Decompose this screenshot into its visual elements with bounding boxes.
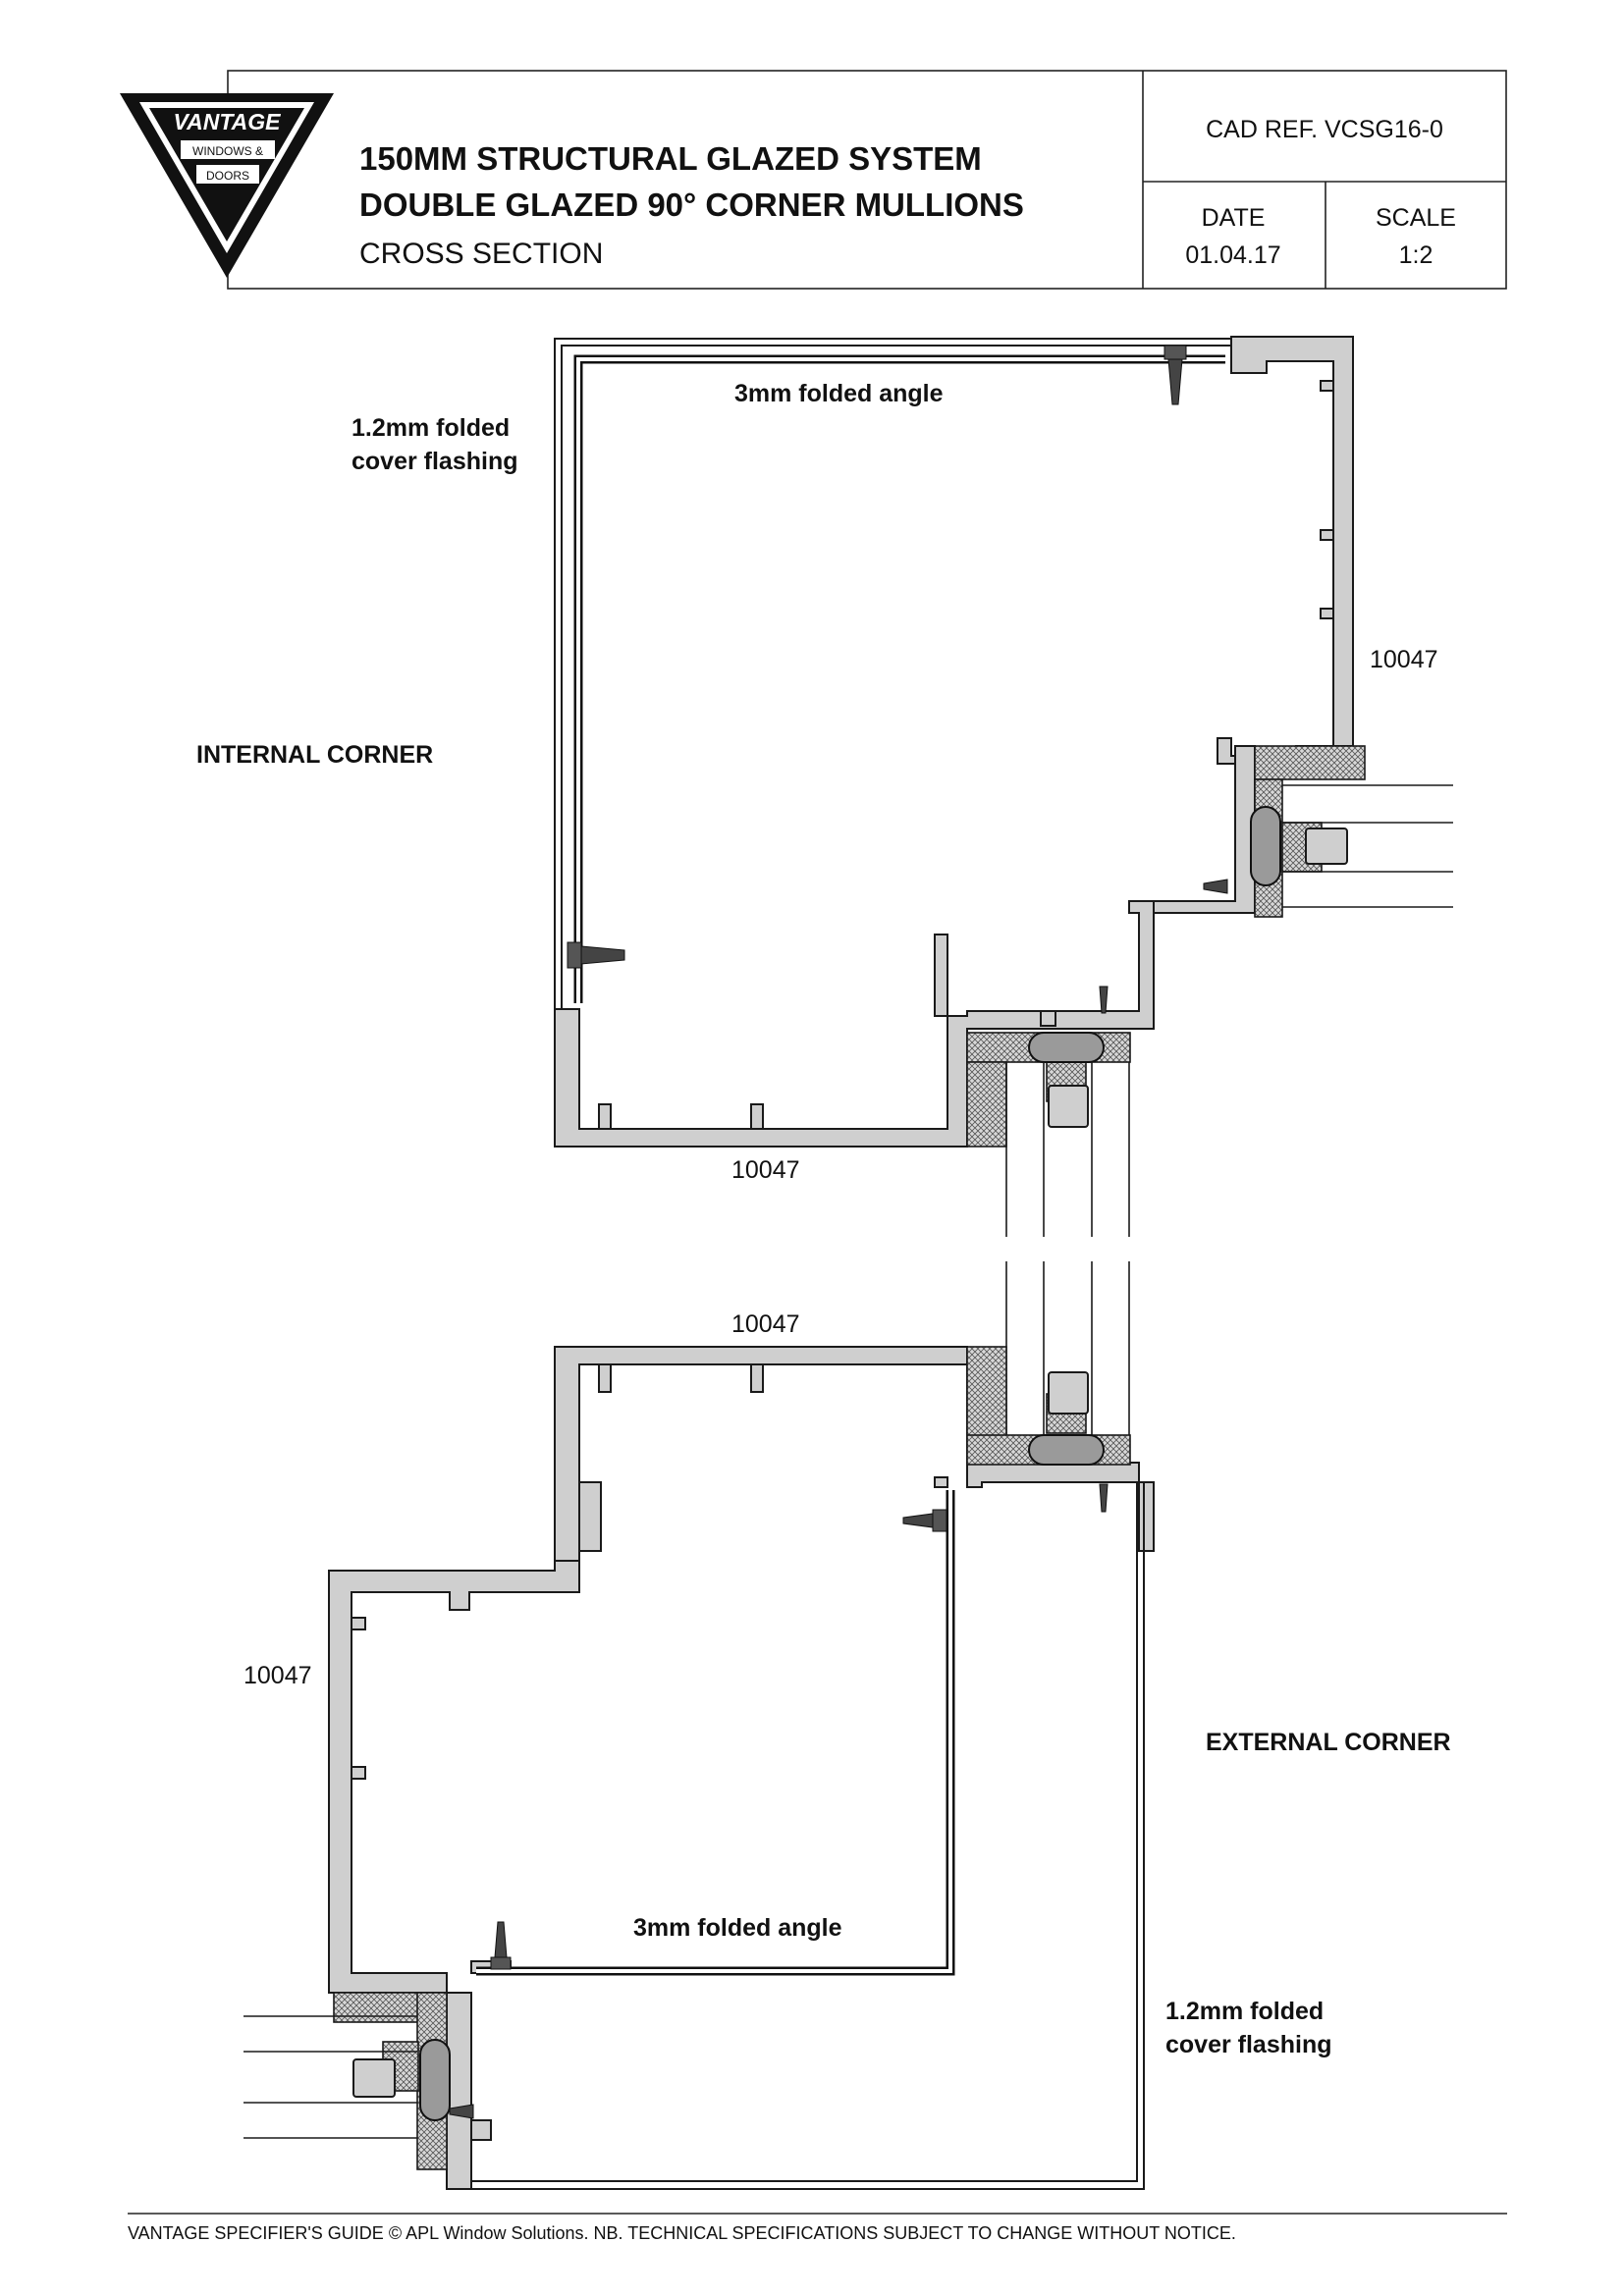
- footer-text: VANTAGE SPECIFIER'S GUIDE © APL Window S…: [128, 2223, 1236, 2243]
- title-block: VANTAGE WINDOWS & DOORS 150MM STRUCTURAL…: [120, 70, 1507, 290]
- annotations: 3mm folded angle 1.2mm folded cover flas…: [196, 380, 1451, 2058]
- screw-icon: [1203, 879, 1228, 894]
- cad-ref: CAD REF. VCSG16-0: [1206, 116, 1443, 143]
- label-cover-flashing-bottom-l1: 1.2mm folded: [1165, 1998, 1324, 2025]
- screw-icon: [1099, 986, 1109, 1014]
- folded-angle-bottom: [476, 1490, 955, 1976]
- brand-name: VANTAGE: [173, 109, 281, 134]
- label-external-corner: EXTERNAL CORNER: [1206, 1729, 1451, 1756]
- glass-unit-right: [1282, 784, 1453, 908]
- screw-icon: [902, 1509, 947, 1532]
- label-profile-10047-right: 10047: [1370, 646, 1438, 673]
- label-folded-angle-top: 3mm folded angle: [734, 380, 944, 407]
- gasket: [1254, 745, 1366, 780]
- label-folded-angle-bottom: 3mm folded angle: [633, 1914, 842, 1942]
- brand-sub2: DOORS: [206, 169, 249, 183]
- title-line2: DOUBLE GLAZED 90° CORNER MULLIONS: [359, 187, 1024, 223]
- cover-flashing-bottom: [470, 1481, 1145, 2190]
- scale-label: SCALE: [1376, 204, 1456, 232]
- folded-angle-top: [573, 354, 1225, 1003]
- screw-icon: [567, 941, 625, 969]
- label-profile-10047-top: 10047: [731, 1310, 800, 1338]
- vantage-logo: VANTAGE WINDOWS & DOORS: [120, 93, 334, 278]
- mullion-profile-right: [1217, 336, 1354, 765]
- title-line1: 150MM STRUCTURAL GLAZED SYSTEM: [359, 140, 982, 177]
- footer: VANTAGE SPECIFIER'S GUIDE © APL Window S…: [128, 2213, 1507, 2243]
- glass-unit-left: [243, 1371, 1089, 2139]
- glass-unit-vertical: [1005, 1062, 1130, 1453]
- external-corner-section: [243, 1346, 1155, 2190]
- label-profile-10047-left: 10047: [243, 1662, 312, 1689]
- screw-icon: [1099, 1483, 1109, 1513]
- seal: [1250, 806, 1281, 886]
- brand-sub1: WINDOWS &: [192, 144, 263, 158]
- label-cover-flashing-bottom-l2: cover flashing: [1165, 2031, 1332, 2058]
- label-cover-flashing-top-l1: 1.2mm folded: [352, 414, 510, 442]
- screw-icon: [490, 1921, 512, 1970]
- internal-corner-section: [554, 336, 1453, 1453]
- label-profile-10047-bottom: 10047: [731, 1156, 800, 1184]
- screw-icon: [449, 2104, 474, 2119]
- date-value: 01.04.17: [1185, 241, 1280, 269]
- screw-icon: [1163, 345, 1187, 405]
- title-line3: CROSS SECTION: [359, 238, 603, 270]
- label-cover-flashing-top-l2: cover flashing: [352, 448, 518, 475]
- label-internal-corner: INTERNAL CORNER: [196, 741, 433, 769]
- scale-value: 1:2: [1399, 241, 1434, 269]
- date-label: DATE: [1202, 204, 1266, 232]
